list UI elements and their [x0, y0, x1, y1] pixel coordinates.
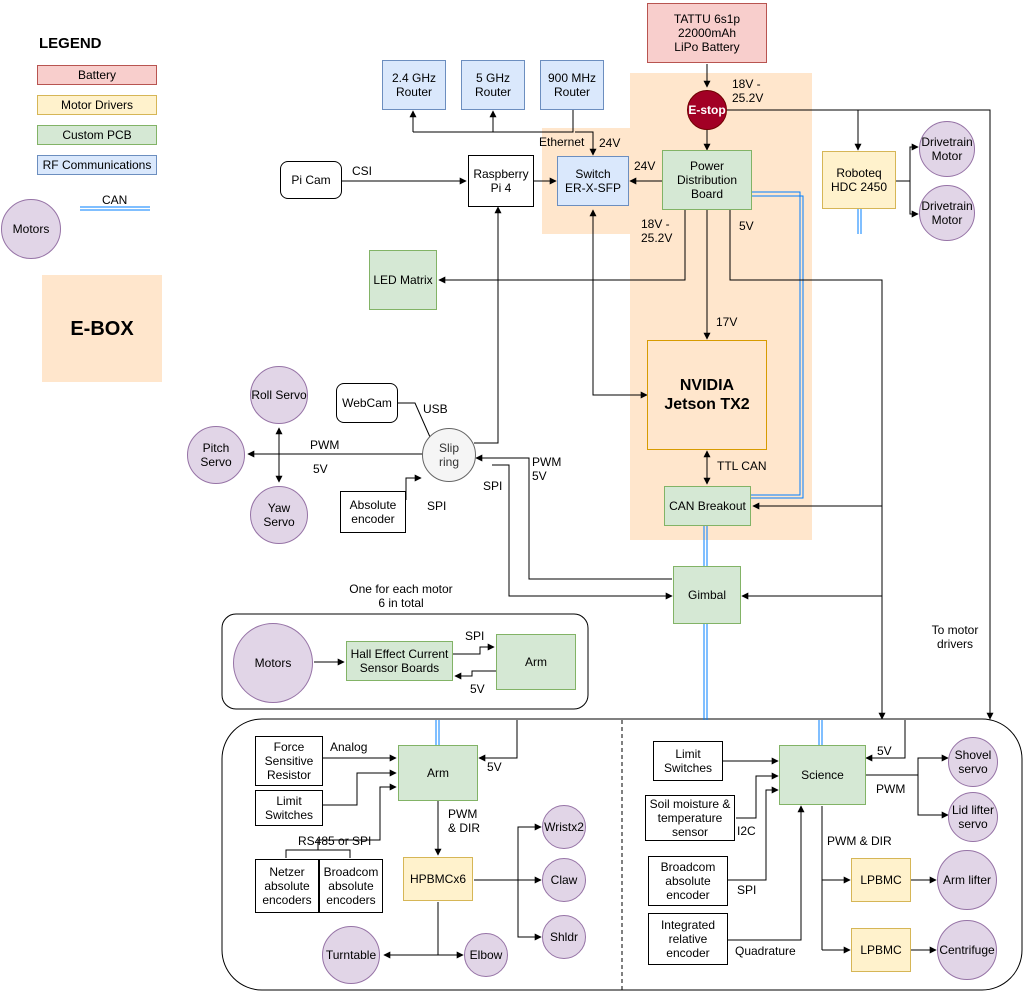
label-5v-hall: 5V [470, 682, 485, 696]
label-i2c: I2C [737, 824, 756, 838]
broadcom-absolute-encoders: Broadcom absolute encoders [319, 859, 383, 913]
legend-title: LEGEND [39, 35, 102, 52]
label-usb: USB [423, 402, 448, 416]
led-matrix: LED Matrix [369, 250, 437, 310]
label-pwm-dir-arm: PWM & DIR [448, 807, 481, 835]
label-ttl-can: TTL CAN [717, 459, 767, 473]
yaw-servo: Yaw Servo [250, 486, 308, 544]
label-24v-a: 24V [599, 136, 621, 150]
label-5v-pdb: 5V [739, 219, 754, 233]
label-pwm-servo: PWM [310, 438, 340, 452]
can-breakout: CAN Breakout [664, 486, 751, 526]
label-24v-b: 24V [634, 159, 656, 173]
pitch-servo: Pitch Servo [187, 426, 245, 484]
roboteq-hdc-2450: Roboteq HDC 2450 [822, 151, 896, 209]
integrated-relative-encoder: Integrated relative encoder [648, 913, 728, 965]
power-distribution-board: Power Distribution Board [662, 150, 752, 210]
label-18v-mid: 18V - 25.2V [641, 217, 673, 245]
label-5v-arm: 5V [487, 760, 502, 774]
broadcom-absolute-encoder: Broadcom absolute encoder [648, 856, 728, 906]
can-bus-lines [80, 191, 862, 745]
pi-cam: Pi Cam [280, 161, 342, 199]
label-spi-slip: SPI [483, 479, 503, 493]
legend-motor-drivers: Motor Drivers [37, 95, 157, 115]
switch-er-x-sfp: Switch ER-X-SFP [557, 156, 629, 206]
label-rs485-or-spi: RS485 or SPI [298, 834, 372, 848]
hall-effect-sensor-boards: Hall Effect Current Sensor Boards [346, 641, 453, 681]
label-5v-science: 5V [877, 744, 892, 758]
shovel-servo: Shovel servo [948, 737, 998, 787]
science: Science [779, 745, 866, 805]
centrifuge: Centrifuge [937, 920, 997, 980]
label-spi-hall: SPI [465, 629, 485, 643]
label-18v-top: 18V - 25.2V [732, 77, 764, 105]
label-analog: Analog [330, 740, 368, 754]
drivetrain-motor-2: Drivetrain Motor [919, 185, 975, 241]
connections [247, 64, 994, 959]
legend-battery: Battery [37, 65, 157, 85]
legend-custom-pcb: Custom PCB [37, 125, 157, 145]
gimbal: Gimbal [673, 566, 741, 624]
wrist-x2: Wristx2 [542, 805, 586, 849]
e-stop[interactable]: E-stop [687, 90, 727, 130]
router-5ghz: 5 GHz Router [461, 60, 525, 110]
elbow: Elbow [464, 933, 508, 977]
roll-servo: Roll Servo [250, 366, 308, 424]
label-csi: CSI [352, 164, 373, 178]
hpbmc-x6: HPBMCx6 [403, 857, 473, 901]
label-5v-servo: 5V [313, 462, 328, 476]
absolute-encoder: Absolute encoder [340, 491, 406, 533]
arm-limit-switches: Limit Switches [255, 790, 323, 826]
label-pwm-slip: PWM 5V [532, 455, 562, 483]
claw: Claw [542, 858, 586, 902]
motors-sub: Motors [233, 623, 313, 703]
label-17v: 17V [716, 315, 738, 329]
raspberry-pi-4: Raspberry Pi 4 [468, 155, 534, 207]
science-limit-switches: Limit Switches [653, 741, 723, 781]
webcam: WebCam [336, 383, 398, 423]
legend-rf-communications: RF Communications [37, 155, 157, 175]
legend-can-label: CAN [102, 193, 128, 207]
arm-lifter: Arm lifter [937, 850, 997, 910]
lid-lifter-servo: Lid lifter servo [948, 792, 998, 842]
drivetrain-motor-1: Drivetrain Motor [919, 121, 975, 177]
label-pwm-dir-science: PWM & DIR [827, 834, 892, 848]
battery: TATTU 6s1p 22000mAh LiPo Battery [647, 3, 767, 63]
force-sensitive-resistor: Force Sensitive Resistor [255, 736, 323, 786]
label-ethernet: Ethernet [539, 135, 585, 149]
nvidia-jetson-tx2: NVIDIA Jetson TX2 [647, 340, 767, 450]
arm: Arm [398, 745, 478, 801]
shoulder: Shldr [542, 915, 586, 959]
arm-sub: Arm [496, 634, 576, 690]
legend-motors: Motors [1, 199, 61, 259]
label-to-motor-drivers: To motor drivers [931, 623, 979, 651]
soil-moisture-sensor: Soil moisture & temperature sensor [645, 795, 735, 841]
router-2-4ghz: 2.4 GHz Router [382, 60, 446, 110]
label-spi-encoder: SPI [427, 499, 447, 513]
lpbmc-2: LPBMC [851, 928, 911, 972]
label-pwm-science: PWM [876, 782, 906, 796]
label-one-for-each-motor: One for each motor 6 in total [349, 582, 453, 610]
label-quadrature: Quadrature [735, 944, 796, 958]
slip-ring: Slip ring [422, 428, 476, 482]
label-spi-science: SPI [737, 883, 757, 897]
hall-sensor-group [221, 613, 589, 710]
router-900mhz: 900 MHz Router [540, 60, 604, 110]
netzer-absolute-encoders: Netzer absolute encoders [255, 859, 319, 913]
turntable: Turntable [322, 926, 380, 984]
legend-ebox: E-BOX [42, 275, 162, 382]
lpbmc-1: LPBMC [851, 858, 911, 902]
